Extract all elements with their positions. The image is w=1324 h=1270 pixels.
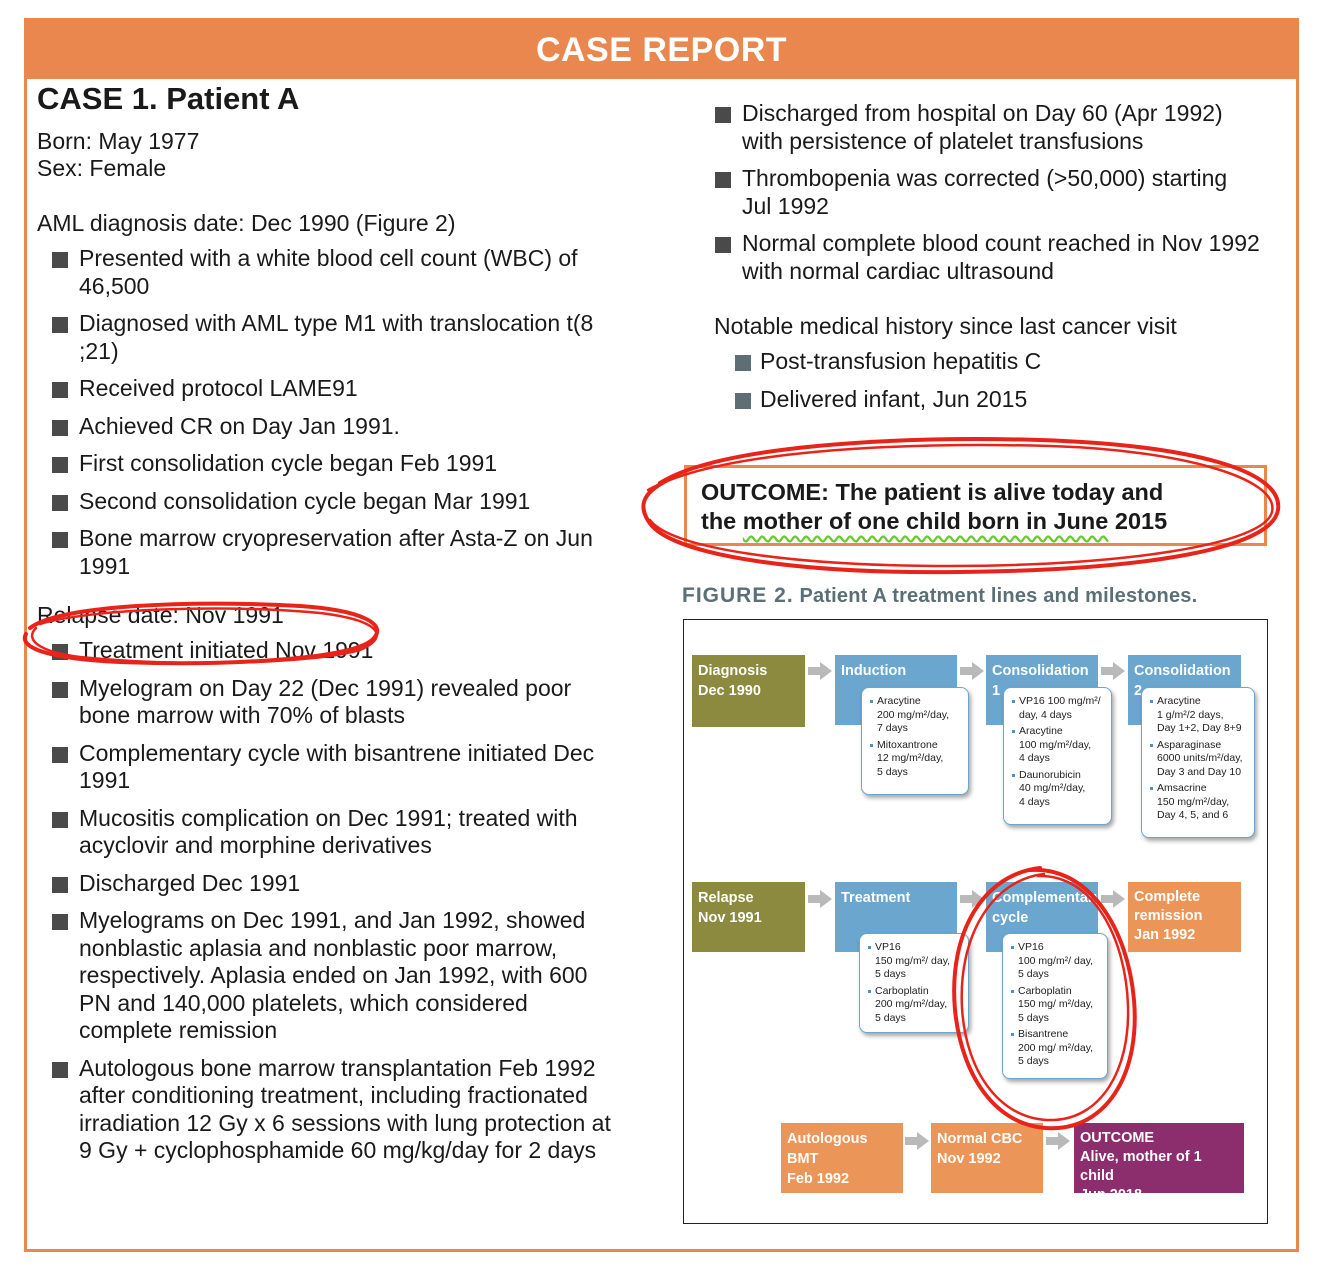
bullet-square-icon [52,644,68,660]
list-item: Delivered infant, Jun 2015 [714,386,1260,414]
bullet-square-icon [52,746,68,763]
list-item: Diagnosed with AML type M1 with transloc… [37,310,622,365]
case-report-banner: CASE REPORT [27,21,1296,79]
relapse-heading: Relapse date: Nov 1991 [37,602,284,628]
outcome-underlined-text: mother of one child born in June [742,508,1109,534]
list-item: Thrombopenia was corrected (>50,000) sta… [700,165,1260,220]
relapse-item-list: Treatment initiated Nov 1991 Myelogram o… [37,637,622,1165]
bullet-square-icon [52,681,68,698]
bullet-square-icon [52,317,68,333]
list-item: Treatment initiated Nov 1991 [37,637,622,665]
list-item: Mucositis complication on Dec 1991; trea… [37,805,622,860]
right-column: Discharged from hospital on Day 60 (Apr … [700,80,1260,423]
outcome-line-1: OUTCOME: The patient is alive today and [701,479,1164,505]
discharge-item-list: Discharged from hospital on Day 60 (Apr … [700,100,1260,285]
list-item: Autologous bone marrow transplantation F… [37,1055,622,1165]
bullet-square-icon [52,252,68,268]
patient-meta: Born: May 1977 Sex: Female [37,128,622,182]
bullet-square-icon [715,237,731,253]
figure-caption: FIGURE 2. Patient A treatment lines and … [682,584,1282,608]
list-item: Bone marrow cryopreservation after Asta-… [37,525,622,580]
list-item: First consolidation cycle began Feb 1991 [37,450,622,478]
list-item: Normal complete blood count reached in N… [700,230,1260,285]
bullet-square-icon [52,382,68,398]
bullet-square-icon [52,876,68,893]
outcome-box: OUTCOME: The patient is alive today and … [684,465,1267,546]
bullet-square-icon [52,457,68,473]
bullet-square-icon [52,419,68,436]
list-item: Discharged Dec 1991 [37,870,622,898]
list-item: Second consolidation cycle began Mar 199… [37,488,622,516]
list-item: Complementary cycle with bisantrene init… [37,740,622,795]
outcome-line-2: the mother of one child born in June 201… [701,508,1168,534]
list-item: Presented with a white blood cell count … [37,245,622,300]
list-item: Myelograms on Dec 1991, and Jan 1992, sh… [37,907,622,1045]
bullet-square-icon [52,811,68,828]
notable-history-list: Post-transfusion hepatitis C Delivered i… [714,348,1260,413]
case-title: CASE 1. Patient A [37,81,300,116]
figure-caption-text: Patient A treatment lines and milestones… [799,585,1198,607]
notable-history-heading: Notable medical history since last cance… [714,313,1177,339]
bullet-square-icon [715,107,731,123]
list-item: Discharged from hospital on Day 60 (Apr … [700,100,1260,155]
bullet-square-icon [715,172,731,188]
aml-diagnosis-heading: AML diagnosis date: Dec 1990 (Figure 2) [37,210,456,236]
bullet-square-icon [52,1061,68,1078]
bullet-square-icon [52,532,68,548]
list-item: Received protocol LAME91 [37,375,622,403]
bullet-square-icon [52,914,68,930]
figure-label: FIGURE 2. [682,584,794,607]
bullet-square-icon [735,355,751,371]
list-item: Myelogram on Day 22 (Dec 1991) revealed … [37,675,622,730]
aml-item-list: Presented with a white blood cell count … [37,245,622,580]
bullet-square-icon [52,494,68,511]
left-column: CASE 1. Patient A Born: May 1977 Sex: Fe… [37,80,622,1175]
list-item: Post-transfusion hepatitis C [714,348,1260,376]
sex-line: Sex: Female [37,155,167,181]
bullet-square-icon [735,392,751,409]
list-item: Achieved CR on Day Jan 1991. [37,413,622,441]
born-line: Born: May 1977 [37,128,200,154]
